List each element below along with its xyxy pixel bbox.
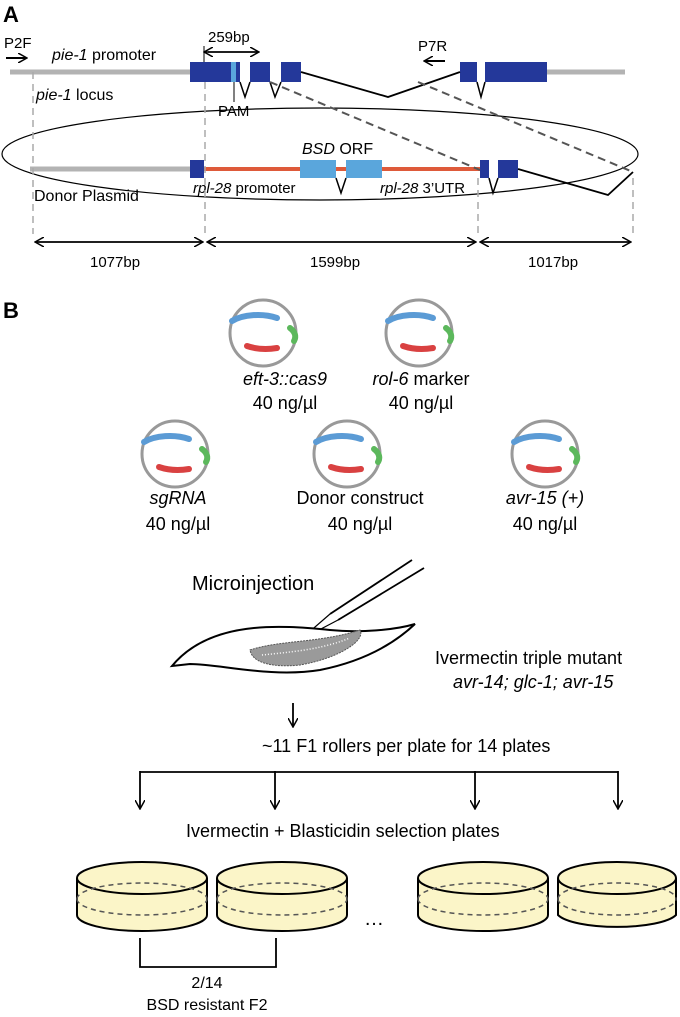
bp-259-label: 259bp xyxy=(208,29,250,46)
bsd-orf-exon-1 xyxy=(300,160,336,178)
plasmid-eft3-cas9 xyxy=(230,300,296,366)
selection-plates-label: Ivermectin + Blasticidin selection plate… xyxy=(186,821,500,841)
plasmid-avr15-name: avr-15 (+) xyxy=(506,488,584,508)
rpl28-promoter-label: rpl-28 promoter xyxy=(193,180,296,197)
selection-dish-4 xyxy=(557,861,677,928)
bsd-orf-exon-2 xyxy=(346,160,382,178)
selection-dish-3 xyxy=(417,861,549,932)
plasmid-sgrna-conc: 40 ng/µl xyxy=(146,514,210,534)
pam-label: PAM xyxy=(218,103,249,120)
pie1-promoter-label: pie-1 promoter xyxy=(51,47,157,64)
bp-1017-label: 1017bp xyxy=(528,254,578,271)
plasmid-eft3-cas9-name: eft-3::cas9 xyxy=(243,369,327,389)
locus-intron-4 xyxy=(476,81,486,100)
pie1-locus-label: pie-1 locus xyxy=(35,87,113,104)
plasmid-donor xyxy=(314,421,380,487)
donor-plasmid-ellipse xyxy=(1,107,639,201)
plasmid-donor-conc: 40 ng/µl xyxy=(328,514,392,534)
rpl28-utr-label: rpl-28 3’UTR xyxy=(380,180,465,197)
plasmid-avr15 xyxy=(512,421,578,487)
microinjection-label: Microinjection xyxy=(192,573,314,595)
plasmid-avr15-conc: 40 ng/µl xyxy=(513,514,577,534)
plasmid-rol6 xyxy=(386,300,452,366)
plasmid-sgrna-name: sgRNA xyxy=(149,488,206,508)
donor-intron-2 xyxy=(517,168,634,197)
locus-exon-5 xyxy=(485,62,547,82)
locus-exon-4 xyxy=(460,62,477,82)
plasmid-donor-name: Donor construct xyxy=(296,488,423,508)
branch-lines xyxy=(140,771,618,808)
f1-rollers-label: ~11 F1 rollers per plate for 14 plates xyxy=(262,736,550,756)
locus-intron-1 xyxy=(239,81,251,100)
result-label: BSD resistant F2 xyxy=(147,997,268,1014)
result-ratio: 2/14 xyxy=(191,975,222,992)
locus-exon-1 xyxy=(190,62,240,82)
homology-line-left xyxy=(269,81,481,171)
bp-1077-label: 1077bp xyxy=(90,254,140,271)
result-bracket xyxy=(139,938,277,968)
mutant-genotype: avr-14; glc-1; avr-15 xyxy=(453,672,614,692)
dish-ellipsis: … xyxy=(364,908,384,930)
locus-intron-2 xyxy=(269,81,282,100)
plasmid-rol6-conc: 40 ng/µl xyxy=(389,393,453,413)
locus-exon-2 xyxy=(250,62,270,82)
panel-b-label: B xyxy=(3,298,19,323)
locus-exon-3 xyxy=(281,62,301,82)
p7r-label: P7R xyxy=(418,38,447,55)
plasmid-sgrna xyxy=(142,421,208,487)
locus-intron-3 xyxy=(300,71,461,98)
donor-exon-3 xyxy=(498,160,518,178)
donor-intron-1 xyxy=(488,177,499,196)
donor-plasmid-label: Donor Plasmid xyxy=(34,188,139,205)
locus-cut-site xyxy=(231,62,236,82)
selection-dish-1 xyxy=(76,861,208,932)
mutant-title: Ivermectin triple mutant xyxy=(435,648,622,668)
donor-exon-1 xyxy=(190,160,204,178)
bsd-intron xyxy=(335,177,347,196)
panel-a-label: A xyxy=(3,2,19,27)
plasmid-rol6-name: rol-6 marker xyxy=(372,369,469,389)
worm xyxy=(169,623,416,674)
selection-dish-2 xyxy=(216,861,348,932)
plasmid-eft3-cas9-conc: 40 ng/µl xyxy=(253,393,317,413)
bp-1599-label: 1599bp xyxy=(310,254,360,271)
donor-exon-2 xyxy=(480,160,489,178)
bsd-orf-label: BSD ORF xyxy=(302,141,373,158)
p2f-label: P2F xyxy=(4,35,32,52)
